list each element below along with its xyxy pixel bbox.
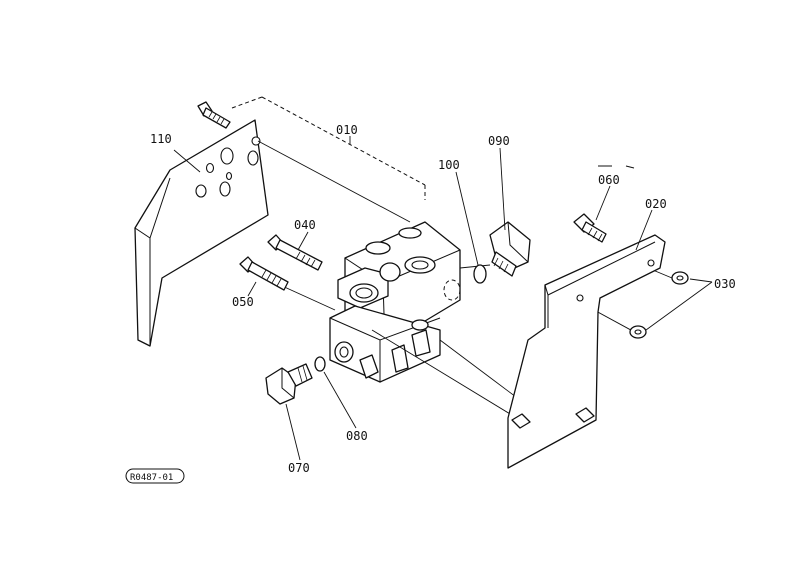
callout-040: 040 — [294, 218, 316, 232]
bolt-060 — [573, 213, 607, 243]
callout-080: 080 — [346, 429, 368, 443]
control-valve-010 — [329, 221, 461, 383]
callout-090: 090 — [488, 134, 510, 148]
callout-100: 100 — [438, 158, 460, 172]
bracket-plate-110 — [134, 119, 269, 347]
bolt-top — [197, 101, 231, 129]
callout-050: 050 — [232, 295, 254, 309]
construction-lines — [257, 140, 673, 421]
washers-030 — [629, 271, 689, 339]
o-ring-080 — [314, 356, 326, 372]
bracket-020 — [507, 234, 666, 469]
tick-marks — [598, 165, 635, 169]
callout-030: 030 — [714, 277, 736, 291]
callout-labels: 110 010 100 090 060 020 040 030 050 080 … — [150, 123, 736, 475]
elbow-fitting-090 — [489, 221, 531, 277]
elbow-fitting-070 — [265, 363, 313, 405]
callout-070: 070 — [288, 461, 310, 475]
figure-code: R0487-01 — [130, 473, 173, 483]
callout-060: 060 — [598, 173, 620, 187]
callout-020: 020 — [645, 197, 667, 211]
figure-code-badge: R0487-01 — [125, 468, 185, 484]
callout-010-bracket — [231, 96, 426, 200]
bolt-040 — [267, 234, 323, 271]
o-ring-100 — [473, 264, 487, 284]
callout-110: 110 — [150, 132, 172, 146]
callout-leaders — [173, 136, 713, 461]
callout-010: 010 — [336, 123, 358, 137]
bolt-050 — [239, 256, 289, 291]
